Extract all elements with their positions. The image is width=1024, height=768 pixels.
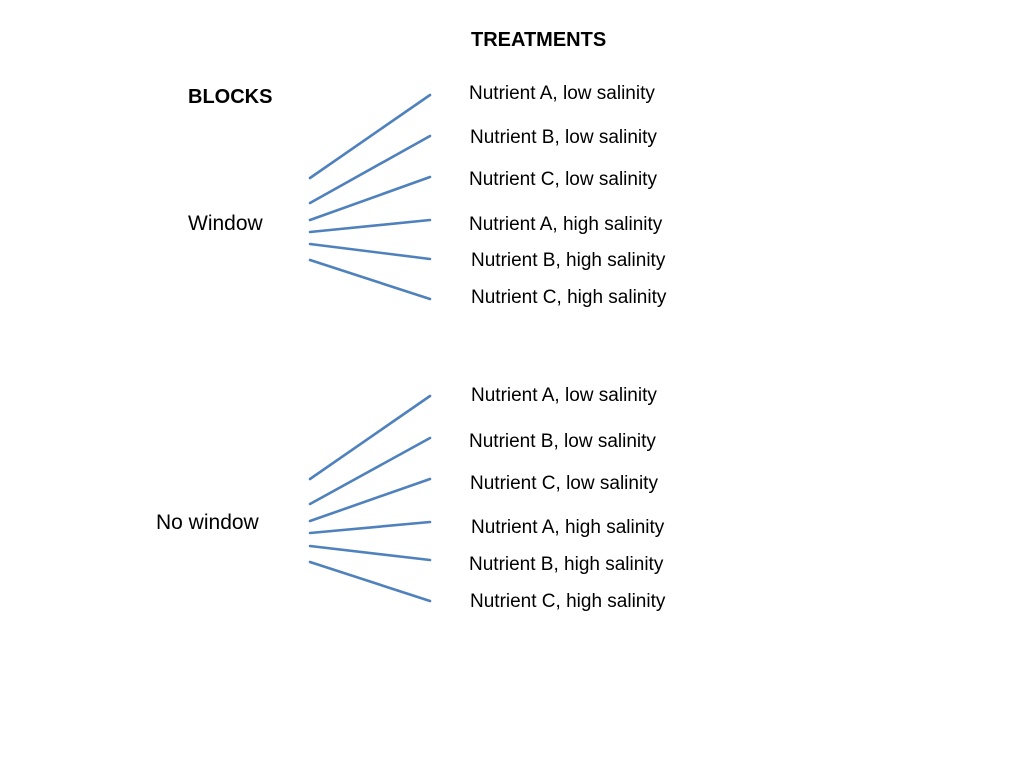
connector-window-2 [308,134,432,205]
treatment-label: Nutrient A, high salinity [469,214,663,235]
blocks-heading: BLOCKS [188,86,273,108]
connector-nowindow-3 [308,477,432,523]
treatments-heading: TREATMENTS [471,29,607,51]
treatment-label: Nutrient C, low salinity [470,473,658,494]
block-label-no-window: No window [156,511,259,534]
connector-window-1 [308,93,432,180]
treatment-label: Nutrient A, high salinity [471,517,665,538]
treatment-label: Nutrient C, low salinity [469,169,657,190]
connector-nowindow-6 [308,560,432,603]
treatment-label: Nutrient A, low salinity [469,83,655,104]
connector-window-6 [308,258,432,301]
block-label-window: Window [188,212,263,235]
treatment-label: Nutrient C, high salinity [471,287,667,308]
connector-nowindow-2 [308,436,432,506]
treatment-label: Nutrient B, high salinity [471,250,666,271]
connector-nowindow-1 [308,394,432,481]
treatment-label: Nutrient A, low salinity [471,385,657,406]
connector-nowindow-4 [308,520,432,535]
connector-window-5 [308,242,432,261]
connector-nowindow-5 [308,544,432,562]
treatment-label: Nutrient B, high salinity [469,554,664,575]
connector-window-3 [308,175,432,222]
treatment-label: Nutrient C, high salinity [470,591,666,612]
treatment-label: Nutrient B, low salinity [470,127,657,148]
treatment-label: Nutrient B, low salinity [469,431,656,452]
connector-window-4 [308,218,432,234]
